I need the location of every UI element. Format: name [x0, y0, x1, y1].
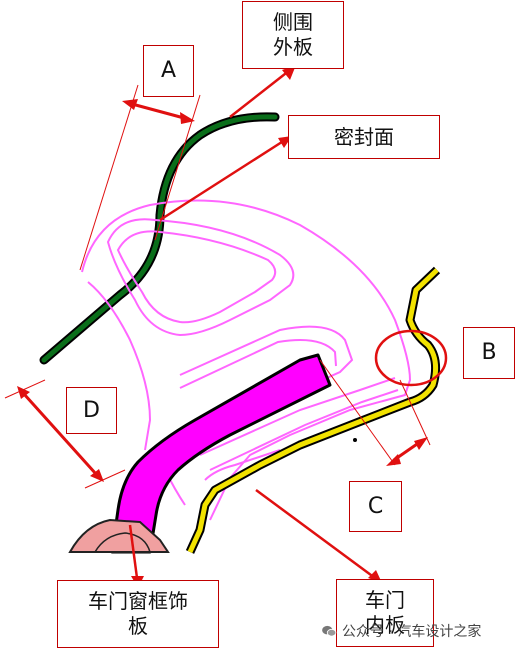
label-dim-c: C	[349, 481, 402, 532]
dimension-lines	[4, 84, 431, 489]
wechat-icon	[322, 625, 337, 637]
side-outer-panel-shape	[39, 112, 280, 365]
label-seal-surface: 密封面	[288, 115, 440, 159]
marker-dot	[353, 438, 357, 442]
label-dim-d: D	[66, 387, 117, 434]
seal-outline-shapes	[81, 199, 412, 521]
dimension-arrowheads	[17, 99, 428, 482]
callout-leaders	[128, 69, 376, 580]
watermark: 公众号 · 汽车设计之家	[320, 621, 481, 641]
label-door-inner-panel: 车门 内板	[336, 579, 434, 647]
label-door-frame-trim: 车门窗框饰 板	[57, 580, 219, 648]
label-side-outer-panel: 侧围 外板	[242, 1, 344, 69]
detail-b-circle	[374, 329, 448, 387]
label-dim-b: B	[463, 327, 515, 379]
label-dim-a: A	[143, 45, 194, 97]
lower-trim-part-shape	[68, 518, 170, 553]
